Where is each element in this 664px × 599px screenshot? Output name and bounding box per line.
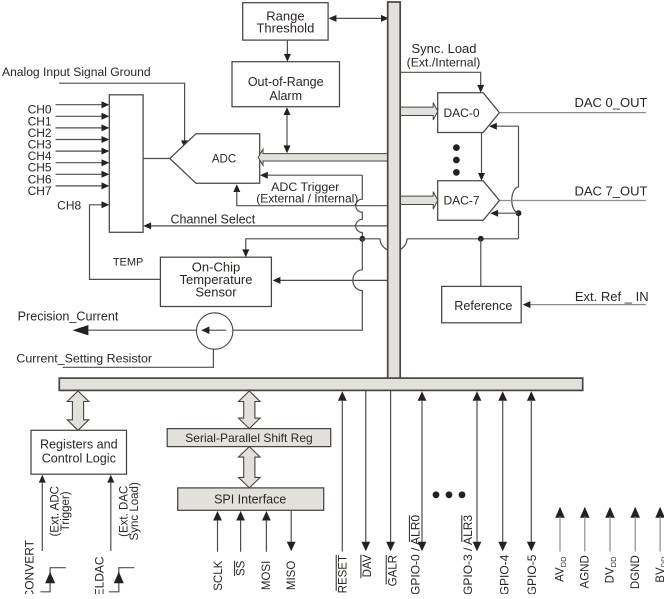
svg-text:CH8: CH8: [57, 199, 81, 213]
svg-text:DAC 7_OUT: DAC 7_OUT: [575, 183, 648, 198]
svg-text:SPI Interface: SPI Interface: [214, 493, 286, 507]
svg-text:Ext. Ref _ IN: Ext. Ref _ IN: [575, 289, 649, 304]
svg-text:MOSI: MOSI: [261, 561, 273, 590]
svg-text:GPIO-5: GPIO-5: [525, 554, 539, 594]
svg-text:CH4: CH4: [28, 149, 52, 163]
svg-text:CH1: CH1: [28, 114, 52, 128]
svg-text:CH3: CH3: [28, 138, 52, 152]
svg-text:Range: Range: [266, 8, 304, 23]
svg-text:GPIO-0 / ALR0: GPIO-0 / ALR0: [409, 515, 423, 594]
svg-text:Trigger): Trigger): [60, 491, 72, 531]
svg-text:Out-of-Range: Out-of-Range: [248, 75, 324, 89]
svg-text:Alarm: Alarm: [269, 89, 302, 103]
svg-text:DGND: DGND: [630, 555, 642, 589]
svg-text:AGND: AGND: [580, 555, 592, 588]
svg-text:Analog Input Signal Ground: Analog Input Signal Ground: [2, 65, 151, 79]
svg-text:Registers and: Registers and: [40, 438, 118, 452]
svg-text:MISO: MISO: [286, 561, 298, 590]
svg-text:ADC: ADC: [212, 154, 236, 166]
svg-text:DAC-7: DAC-7: [443, 194, 479, 208]
svg-text:(External / Internal): (External / Internal): [256, 192, 358, 206]
svg-text:Sensor: Sensor: [195, 284, 237, 299]
svg-text:(Ext. DAC: (Ext. DAC: [119, 486, 131, 537]
svg-text:CH7: CH7: [28, 184, 52, 198]
svg-text:Channel Select: Channel Select: [171, 212, 256, 226]
svg-text:DAV: DAV: [362, 554, 374, 577]
svg-text:CH2: CH2: [28, 126, 52, 140]
svg-text:TEMP: TEMP: [113, 257, 144, 269]
svg-text:(Ext./Internal): (Ext./Internal): [407, 56, 481, 70]
svg-text:ADC Trigger: ADC Trigger: [271, 180, 339, 194]
svg-text:RESET: RESET: [337, 555, 349, 593]
svg-text:Reference: Reference: [454, 299, 512, 313]
svg-text:CH5: CH5: [28, 161, 52, 175]
svg-text:DAC-0: DAC-0: [443, 106, 479, 120]
svg-text:GPIO-4: GPIO-4: [498, 554, 512, 594]
svg-text:DAC 0_OUT: DAC 0_OUT: [575, 95, 648, 110]
svg-text:Threshold: Threshold: [256, 21, 314, 36]
svg-text:SS: SS: [236, 560, 248, 576]
svg-text:ELDAC: ELDAC: [93, 556, 107, 594]
svg-text:GALR: GALR: [387, 555, 399, 586]
svg-text:Serial-Parallel Shift Reg: Serial-Parallel Shift Reg: [185, 431, 312, 445]
svg-text:Temperature: Temperature: [180, 272, 253, 287]
svg-text:SCLK: SCLK: [213, 560, 225, 590]
svg-text:BVDD: BVDD: [655, 556, 664, 583]
svg-text:Control Logic: Control Logic: [42, 451, 116, 465]
svg-text:GPIO-3 / ALR3: GPIO-3 / ALR3: [461, 515, 475, 594]
svg-text:Precision_Current: Precision_Current: [18, 310, 119, 324]
svg-text:CH0: CH0: [28, 103, 52, 117]
svg-text:Sync. Load: Sync. Load: [411, 41, 476, 56]
svg-text:On-Chip: On-Chip: [192, 260, 240, 275]
svg-text:CH6: CH6: [28, 172, 52, 186]
svg-text:(Ext. ADC: (Ext. ADC: [50, 486, 62, 536]
svg-text:Sync Load): Sync Load): [129, 482, 141, 540]
svg-text:Current_Setting Resistor: Current_Setting Resistor: [16, 352, 152, 366]
svg-text:CONVERT: CONVERT: [23, 539, 37, 594]
